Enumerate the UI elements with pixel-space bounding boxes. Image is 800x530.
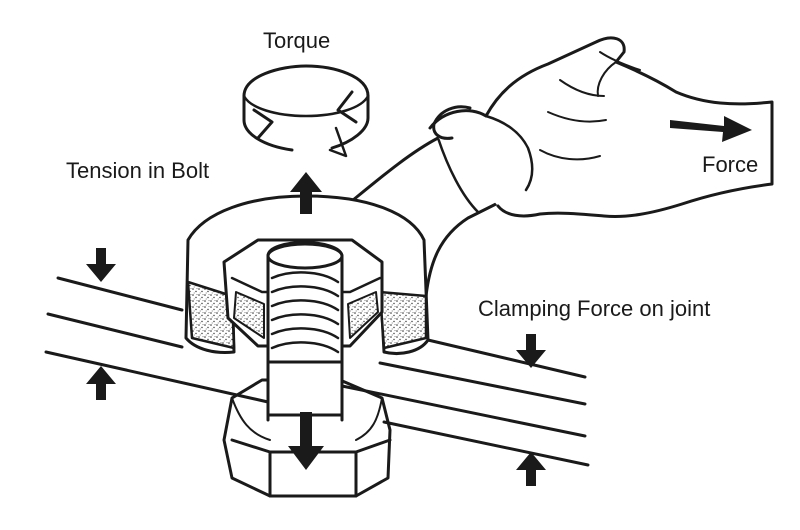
tension-arrow-down-icon bbox=[288, 412, 324, 470]
clamp-arrow-down-right-icon bbox=[516, 334, 546, 368]
torque-rotation-icon bbox=[242, 64, 370, 158]
tension-label: Tension in Bolt bbox=[66, 158, 210, 183]
wrench-ring bbox=[184, 194, 430, 355]
joint-plates bbox=[44, 276, 590, 467]
clamp-arrow-down-left-icon bbox=[86, 248, 116, 282]
clamp-arrow-up-left-icon bbox=[86, 366, 116, 400]
bolt-thread bbox=[266, 241, 344, 364]
clamping-force-label: Clamping Force on joint bbox=[478, 296, 711, 321]
clamp-arrow-up-right-icon bbox=[516, 452, 546, 486]
force-label: Force bbox=[702, 152, 759, 177]
hand bbox=[428, 36, 774, 218]
bolt-shank bbox=[266, 353, 344, 422]
tension-arrow-up-icon bbox=[290, 172, 322, 214]
force-arrow-right-icon bbox=[670, 116, 752, 142]
torque-label: Torque bbox=[263, 28, 331, 53]
